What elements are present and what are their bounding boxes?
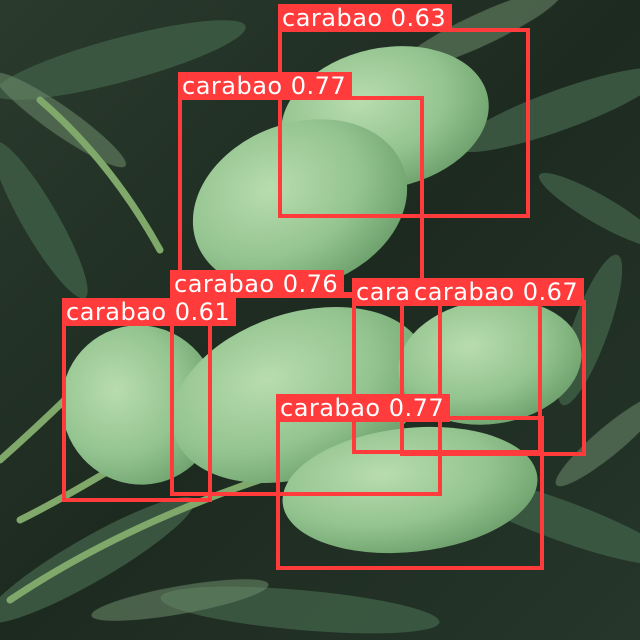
- label-class: carabao: [280, 394, 381, 422]
- detection-box: [178, 96, 424, 296]
- detection-label: carabao 0.63: [278, 4, 453, 32]
- detection-label: carabao 0.76: [170, 270, 345, 298]
- label-class: carabao: [282, 4, 383, 32]
- label-score: 0.77: [290, 72, 347, 100]
- label-score: 0.76: [282, 270, 339, 298]
- mango: [398, 299, 582, 425]
- detection-label: carabao 0.67: [410, 278, 585, 306]
- label-score: 0.63: [390, 4, 447, 32]
- detection-label: carabao 0.61: [62, 298, 237, 326]
- detection-box: [62, 322, 212, 502]
- mango: [282, 426, 538, 554]
- label-score: 0.77: [388, 394, 445, 422]
- label-class: carabao: [174, 270, 275, 298]
- label-score: 0.61: [174, 298, 231, 326]
- detection-label: carabao 0.77: [178, 72, 353, 100]
- label-score: 0.67: [522, 278, 579, 306]
- label-class: carabao: [182, 72, 283, 100]
- label-class: carabao: [66, 298, 167, 326]
- detection-label: carabao 0.77: [276, 394, 451, 422]
- label-class: carabao: [414, 278, 515, 306]
- mangoes: [61, 46, 582, 554]
- detection-box: [352, 286, 542, 454]
- mango: [192, 119, 408, 291]
